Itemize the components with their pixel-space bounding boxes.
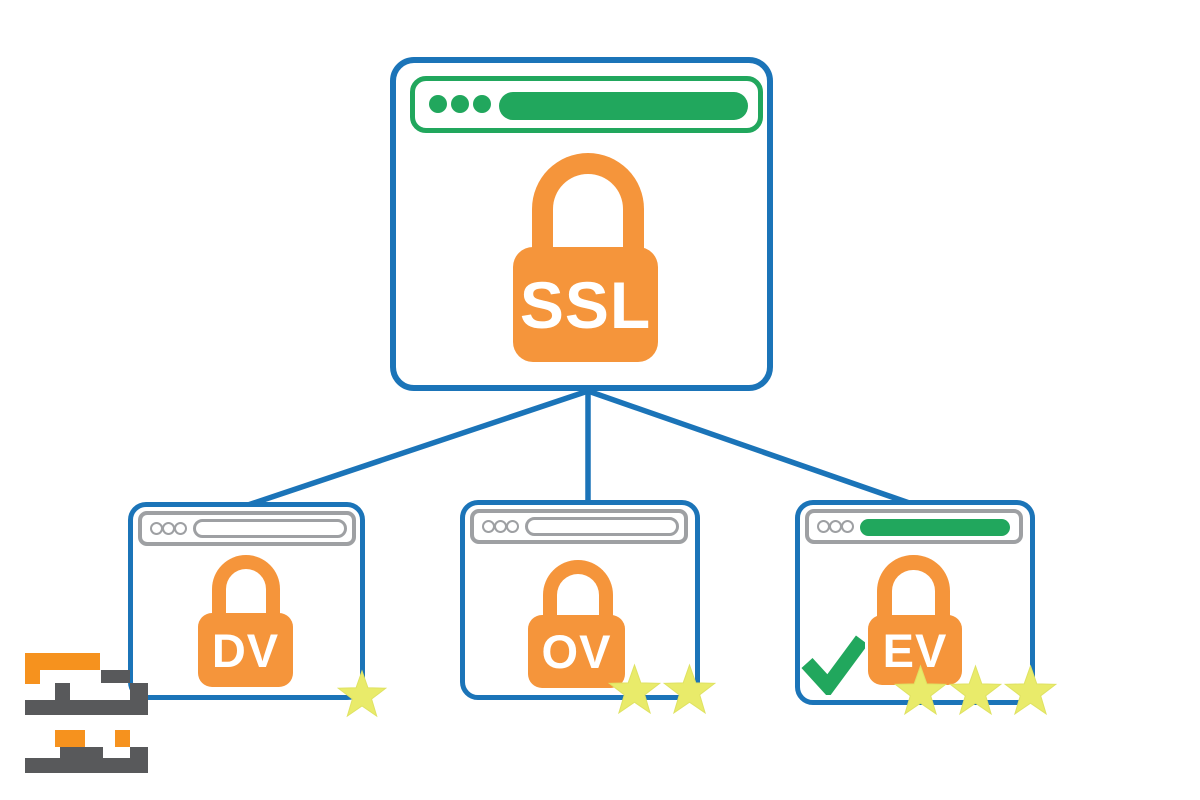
padlock-icon: EV bbox=[868, 615, 962, 685]
padlock-icon: SSL bbox=[513, 247, 658, 362]
url-pill-green bbox=[860, 519, 1010, 536]
padlock-shackle-icon bbox=[532, 153, 644, 255]
browser-dot-icon bbox=[506, 520, 519, 533]
padlock-label: DV bbox=[211, 623, 280, 677]
star-icon bbox=[608, 663, 661, 715]
padlock-icon: OV bbox=[528, 615, 625, 688]
browser-window-dv: DV bbox=[128, 502, 365, 700]
star-icon bbox=[663, 663, 716, 715]
star-rating-ov bbox=[608, 663, 716, 716]
star-icon bbox=[894, 664, 947, 716]
browser-window-ev: EV bbox=[795, 500, 1035, 705]
padlock-shackle-icon bbox=[543, 560, 613, 618]
connector-line-right bbox=[587, 388, 916, 508]
watermark-pixel-logo bbox=[25, 653, 148, 773]
address-bar-plain bbox=[138, 511, 356, 546]
address-bar-secure bbox=[410, 76, 763, 133]
padlock-label: OV bbox=[541, 625, 612, 678]
star-icon bbox=[949, 664, 1002, 716]
star-icon bbox=[1004, 664, 1057, 716]
checkmark-icon bbox=[801, 635, 865, 695]
browser-dot-icon bbox=[451, 95, 469, 113]
connector-line-left bbox=[247, 388, 589, 508]
address-bar-plain bbox=[470, 509, 688, 544]
url-pill-green bbox=[499, 92, 748, 120]
star-icon bbox=[337, 669, 387, 718]
browser-dot-icon bbox=[841, 520, 854, 533]
browser-window-ov: OV bbox=[460, 500, 700, 700]
padlock-label: SSL bbox=[519, 267, 652, 342]
browser-dot-icon bbox=[473, 95, 491, 113]
padlock-label: EV bbox=[882, 623, 948, 677]
browser-dot-icon bbox=[174, 522, 187, 535]
star-rating-ev bbox=[894, 664, 1057, 717]
address-bar-ev bbox=[805, 509, 1023, 544]
star-rating-dv bbox=[337, 669, 387, 719]
url-pill-outline bbox=[525, 517, 679, 536]
url-pill-outline bbox=[193, 519, 347, 538]
padlock-icon: DV bbox=[198, 613, 293, 687]
browser-dot-icon bbox=[429, 95, 447, 113]
browser-window-ssl: SSL bbox=[390, 57, 773, 391]
padlock-shackle-icon bbox=[212, 555, 280, 617]
padlock-shackle-icon bbox=[877, 555, 950, 618]
